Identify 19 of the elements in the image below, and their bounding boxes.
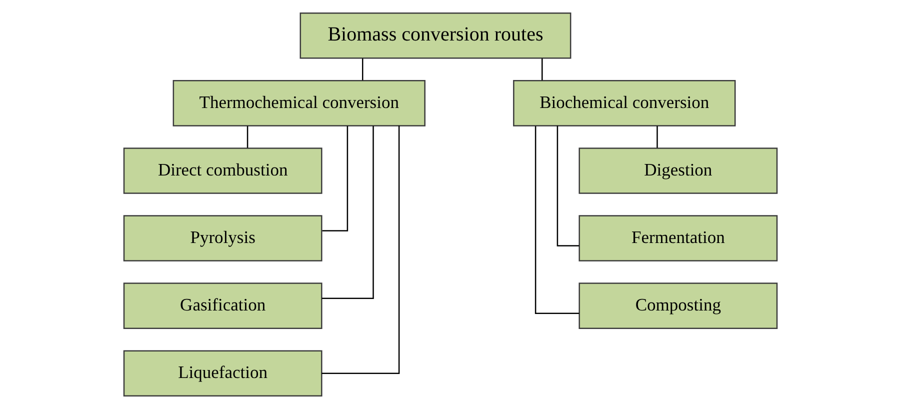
- node-box: Liquefaction: [122, 350, 322, 397]
- node-box: Pyrolysis: [122, 215, 322, 262]
- connector: [656, 126, 658, 148]
- node-box: Fermentation: [578, 215, 778, 262]
- connector: [321, 126, 374, 299]
- connector: [541, 58, 542, 80]
- connector: [246, 126, 248, 148]
- connector: [556, 126, 579, 246]
- node-box: Digestion: [578, 148, 778, 194]
- node-box: Thermochemical conversion: [172, 80, 425, 126]
- node-box: Composting: [578, 282, 778, 329]
- connector: [362, 58, 363, 80]
- connector: [534, 126, 579, 314]
- connector: [322, 126, 348, 232]
- connector: [321, 126, 400, 374]
- node-box: Direct combustion: [122, 148, 322, 194]
- node-box: Biochemical conversion: [512, 80, 736, 126]
- node-box: Gasification: [122, 282, 322, 329]
- node-box: Biomass conversion routes: [299, 12, 571, 59]
